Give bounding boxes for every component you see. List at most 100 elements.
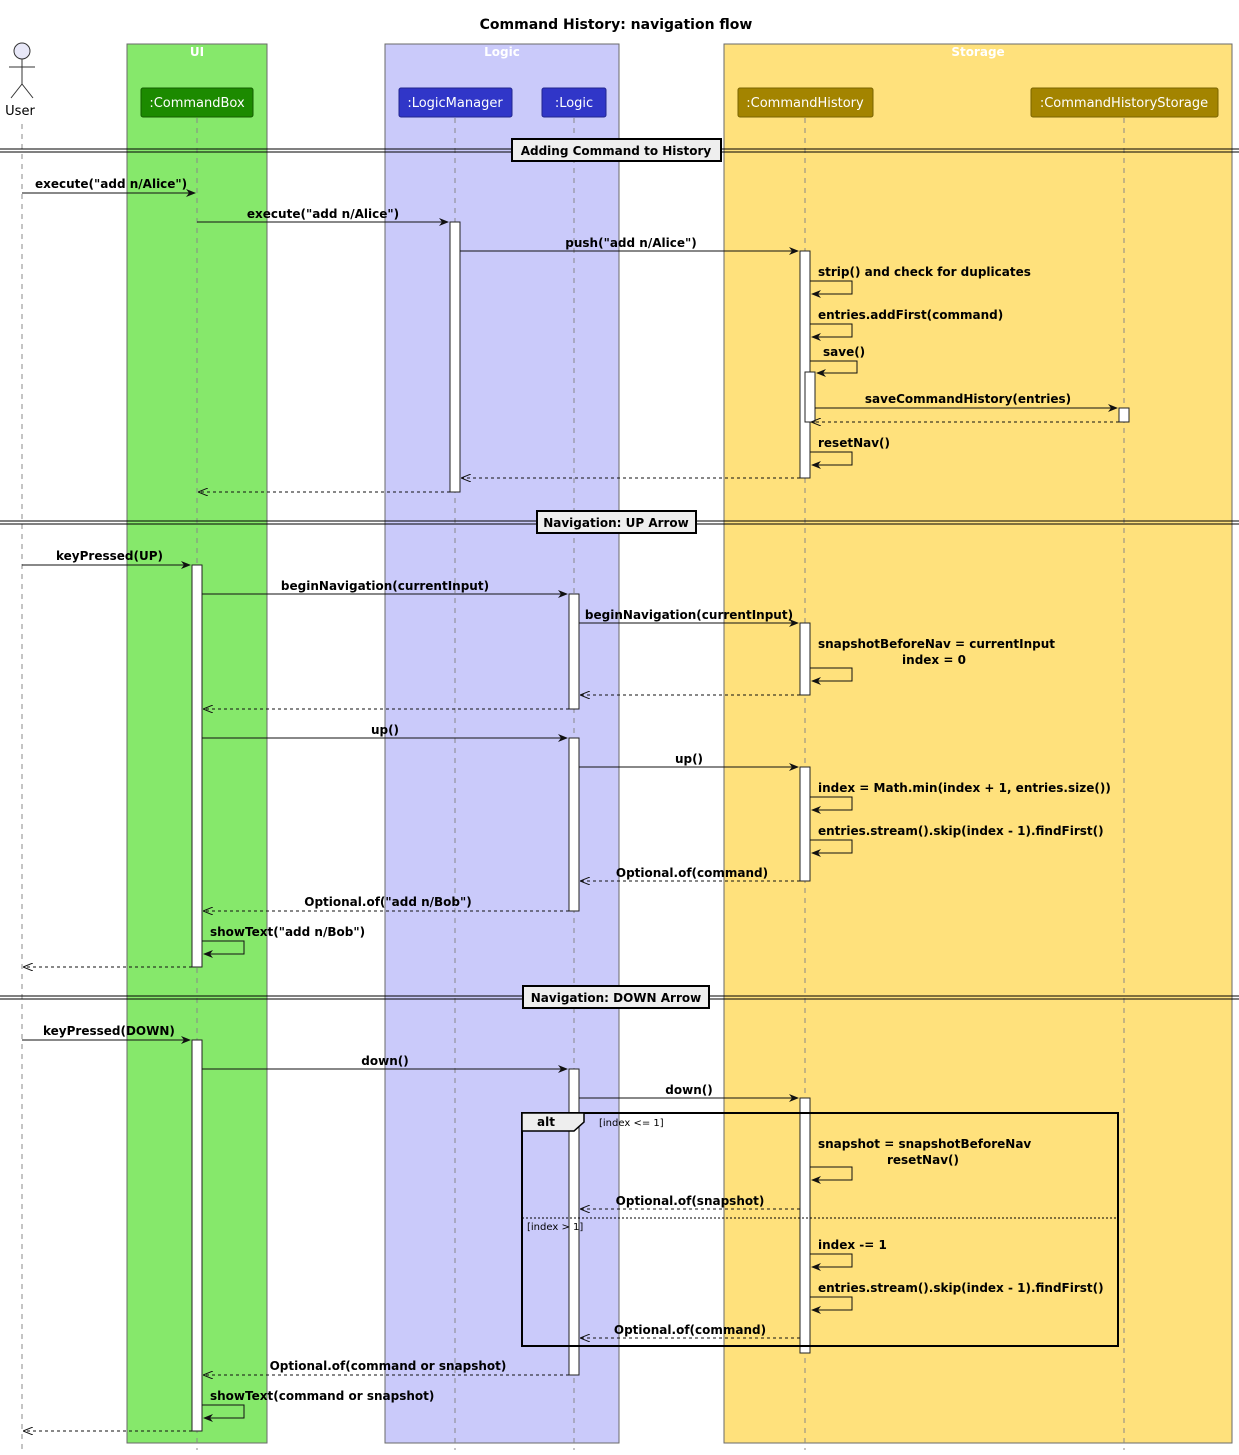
participant-commandbox: :CommandBox (140, 87, 254, 118)
alt-guard-1: [index <= 1] (599, 1118, 664, 1129)
message-up-history: up() (579, 752, 799, 771)
section-label-down: Navigation: DOWN Arrow (531, 991, 701, 1005)
section-separator-adding: Adding Command to History (0, 138, 1239, 162)
actor-user: User (5, 42, 35, 119)
section-separator-up: Navigation: UP Arrow (0, 510, 1239, 534)
svg-text:showText("add n/Bob"): showText("add n/Bob") (210, 925, 365, 939)
activation-logic-down (568, 1068, 580, 1376)
svg-text:keyPressed(DOWN): keyPressed(DOWN) (43, 1024, 175, 1038)
message-snapshot-reset: snapshot = snapshotBeforeNav resetNav() (810, 1137, 1031, 1184)
participant-commandhistory: :CommandHistory (737, 87, 874, 118)
svg-text:Optional.of(command or snapsho: Optional.of(command or snapshot) (270, 1359, 507, 1373)
return-optional-snapshot: Optional.of(snapshot) (581, 1194, 800, 1209)
svg-text:keyPressed(UP): keyPressed(UP) (56, 549, 163, 563)
participant-commandhistorystorage-label: :CommandHistoryStorage (1040, 96, 1208, 111)
svg-text:snapshotBeforeNav = currentInp: snapshotBeforeNav = currentInput (818, 637, 1055, 651)
return-optional-command-up: Optional.of(command) (581, 866, 800, 881)
message-execute-user: execute("add n/Alice") (22, 177, 196, 197)
message-strip: strip() and check for duplicates (810, 265, 1031, 298)
svg-text:saveCommandHistory(entries): saveCommandHistory(entries) (865, 392, 1071, 406)
return-optional-command-down: Optional.of(command) (581, 1323, 800, 1338)
svg-text:save(): save() (823, 345, 865, 359)
alt-keyword: alt (537, 1115, 555, 1129)
participant-logic-label: :Logic (555, 96, 593, 111)
message-index-decrement: index -= 1 (810, 1238, 887, 1271)
message-up-logic: up() (202, 723, 568, 742)
alt-fragment: alt [index <= 1] [index > 1] (521, 1112, 1119, 1347)
message-resetnav: resetNav() (810, 436, 890, 469)
box-ui-label: UI (190, 45, 204, 59)
activation-commandhistory-down (799, 1097, 811, 1354)
activation-logicmanager (449, 221, 461, 493)
return-optional-command-or-snapshot: Optional.of(command or snapshot) (204, 1359, 569, 1375)
svg-text:index = 0: index = 0 (902, 653, 966, 667)
svg-text:Optional.of("add n/Bob"): Optional.of("add n/Bob") (304, 895, 472, 909)
message-findfirst-down: entries.stream().skip(index - 1).findFir… (810, 1281, 1104, 1314)
activation-logic-up (568, 737, 580, 912)
message-showtext-command-or-snapshot: showText(command or snapshot) (202, 1389, 434, 1422)
participant-commandhistorystorage: :CommandHistoryStorage (1030, 87, 1219, 118)
activation-commandbox-up (191, 564, 203, 968)
activation-commandhistory-begin (799, 622, 811, 696)
activation-commandbox-down (191, 1039, 203, 1432)
svg-text:down(): down() (665, 1083, 712, 1097)
svg-text:push("add n/Alice"): push("add n/Alice") (565, 236, 696, 250)
svg-text:snapshot = snapshotBeforeNav: snapshot = snapshotBeforeNav (818, 1137, 1031, 1151)
svg-text:down(): down() (361, 1054, 408, 1068)
svg-text:up(): up() (675, 752, 703, 766)
message-keypressed-up: keyPressed(UP) (22, 549, 191, 569)
message-down-history: down() (579, 1083, 799, 1102)
svg-text:execute("add n/Alice"): execute("add n/Alice") (247, 207, 399, 221)
alt-guard-2: [index > 1] (527, 1222, 583, 1233)
svg-text:resetNav(): resetNav() (818, 436, 890, 450)
svg-text:beginNavigation(currentInput): beginNavigation(currentInput) (585, 608, 793, 622)
section-separator-down: Navigation: DOWN Arrow (0, 985, 1239, 1009)
message-push: push("add n/Alice") (460, 236, 799, 255)
activation-commandhistory-up (799, 766, 811, 882)
actor-user-label: User (5, 104, 35, 119)
svg-text:index = Math.min(index + 1, en: index = Math.min(index + 1, entries.size… (818, 781, 1111, 795)
svg-text:entries.stream().skip(index -: entries.stream().skip(index - 1).findFir… (818, 1281, 1104, 1295)
box-storage-label: Storage (951, 45, 1004, 59)
svg-text:index -= 1: index -= 1 (818, 1238, 887, 1252)
message-snapshot-self: snapshotBeforeNav = currentInput index =… (810, 637, 1055, 685)
participant-commandbox-label: :CommandBox (149, 96, 245, 111)
svg-text:Optional.of(snapshot): Optional.of(snapshot) (616, 1194, 765, 1208)
message-index-min: index = Math.min(index + 1, entries.size… (810, 781, 1111, 814)
message-down-logic: down() (202, 1054, 568, 1073)
message-save: save() (810, 345, 865, 377)
message-findfirst-up: entries.stream().skip(index - 1).findFir… (810, 824, 1104, 857)
actor-head (13, 42, 31, 60)
box-logic-label: Logic (484, 45, 520, 59)
svg-text:entries.stream().skip(index -: entries.stream().skip(index - 1).findFir… (818, 824, 1104, 838)
svg-text:entries.addFirst(command): entries.addFirst(command) (818, 308, 1003, 322)
activation-storage-save (1118, 407, 1130, 423)
participant-logic: :Logic (541, 87, 607, 118)
svg-text:Optional.of(command): Optional.of(command) (614, 1323, 766, 1337)
message-showtext-bob: showText("add n/Bob") (202, 925, 365, 958)
return-optional-bob: Optional.of("add n/Bob") (204, 895, 569, 911)
svg-text:beginNavigation(currentInput): beginNavigation(currentInput) (281, 579, 489, 593)
message-beginnavigation-history: beginNavigation(currentInput) (579, 608, 799, 627)
svg-text:strip() and check for duplicat: strip() and check for duplicates (818, 265, 1031, 279)
message-keypressed-down: keyPressed(DOWN) (22, 1024, 191, 1044)
diagram-title: Command History: navigation flow (480, 17, 753, 33)
svg-text:up(): up() (371, 723, 399, 737)
participant-commandhistory-label: :CommandHistory (746, 96, 864, 111)
activation-logic-begin (568, 593, 580, 710)
participant-logicmanager-label: :LogicManager (407, 96, 503, 111)
section-label-adding: Adding Command to History (521, 144, 712, 158)
box-logic: Logic (384, 43, 620, 1444)
svg-text:showText(command or snapshot): showText(command or snapshot) (210, 1389, 434, 1403)
message-addfirst: entries.addFirst(command) (810, 308, 1003, 341)
section-label-up: Navigation: UP Arrow (543, 516, 689, 530)
message-execute-commandbox: execute("add n/Alice") (197, 207, 449, 226)
svg-text:execute("add n/Alice"): execute("add n/Alice") (35, 177, 187, 191)
participant-logicmanager: :LogicManager (398, 87, 513, 118)
svg-text:resetNav(): resetNav() (887, 1153, 959, 1167)
message-beginnavigation-logic: beginNavigation(currentInput) (202, 579, 568, 598)
activation-commandhistory-push (799, 250, 811, 479)
svg-text:Optional.of(command): Optional.of(command) (616, 866, 768, 880)
activation-commandhistory-save (804, 371, 816, 423)
